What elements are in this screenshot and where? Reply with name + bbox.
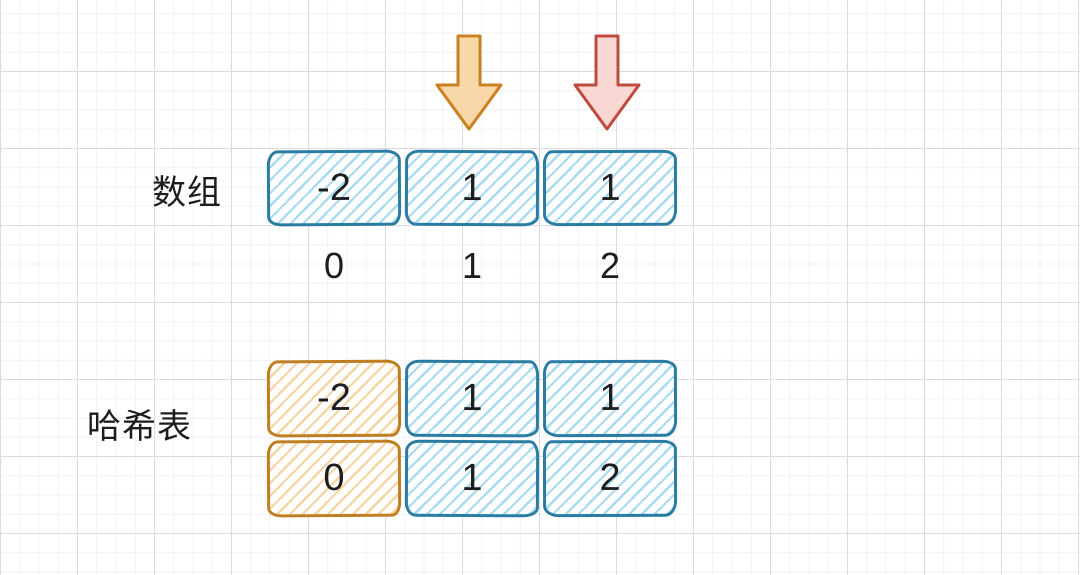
array-row: -2 1 1 <box>266 149 678 227</box>
hash-value-cell-0: 0 <box>266 439 402 518</box>
hash-value-cell-1: 1 <box>404 439 540 518</box>
array-index-0: 0 <box>323 245 345 286</box>
array-cell-1: 1 <box>404 149 540 227</box>
array-index-2: 2 <box>599 245 621 286</box>
orange-down-arrow-icon <box>435 34 503 131</box>
array-section-label: 数组 <box>152 174 222 212</box>
array-index-1: 1 <box>461 245 483 286</box>
array-cell-0: -2 <box>266 149 402 227</box>
hash-value-cell-2: 2 <box>542 439 678 518</box>
array-cell-2: 1 <box>542 149 678 227</box>
hashmap-table: -2 1 1 0 1 2 <box>266 359 678 518</box>
hash-key-cell-2: 1 <box>542 359 678 438</box>
hashmap-section-label: 哈希表 <box>87 408 192 446</box>
hash-key-cell-0: -2 <box>266 359 402 438</box>
hash-key-cell-1: 1 <box>404 359 540 438</box>
red-down-arrow-icon <box>573 34 641 131</box>
array-index-row: 0 1 2 <box>267 246 677 286</box>
